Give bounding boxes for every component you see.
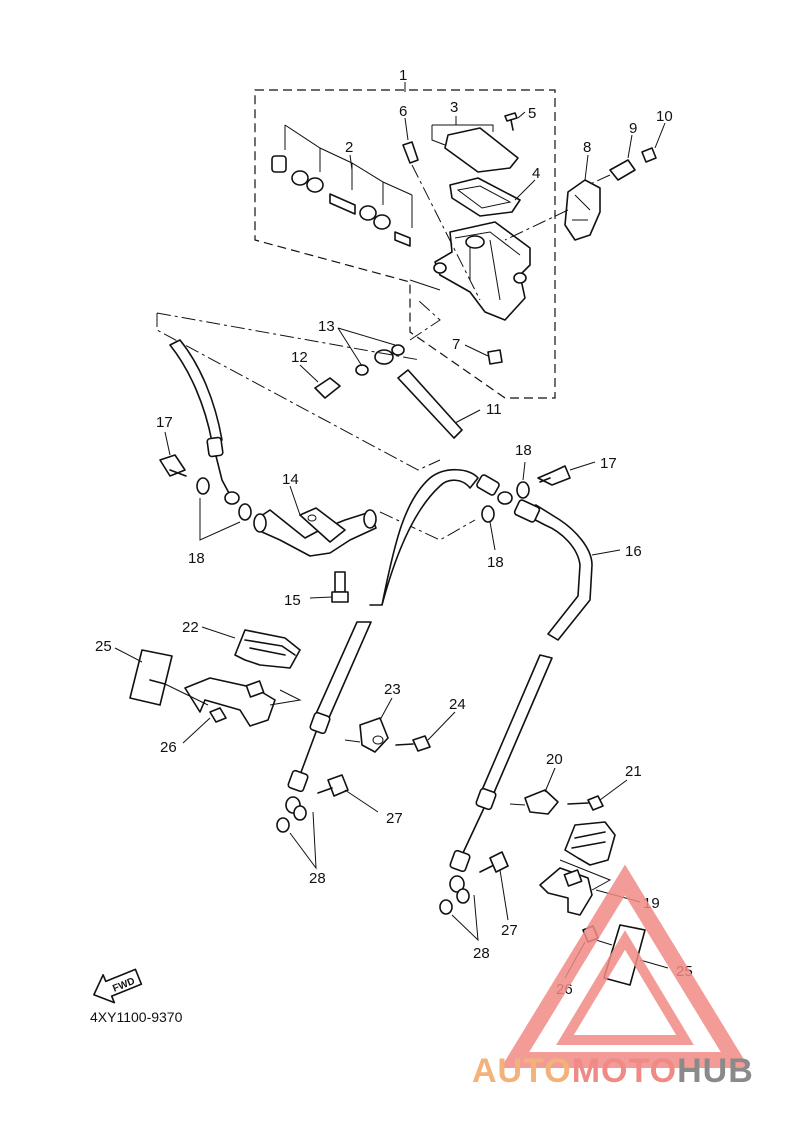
callout-5: 5: [528, 105, 536, 122]
joint-bolt-drawing: [331, 571, 349, 603]
nut-left-drawing: [209, 707, 227, 723]
callout-11: 11: [486, 401, 502, 418]
brake-hose-left-drawing: [169, 339, 240, 505]
holder-drawing: [504, 179, 601, 241]
clamp-bolt-center-drawing: [395, 735, 431, 752]
brand-moto: MOTO: [572, 1052, 677, 1090]
bolt-left-27-drawing: [317, 774, 349, 797]
guide-line-left: [156, 313, 441, 471]
hose-clamp-right-drawing: [509, 789, 559, 815]
union-bolt-left-drawing: [159, 454, 187, 477]
callout-24: 24: [449, 696, 466, 713]
callout-26-left: 26: [160, 739, 177, 756]
washers-right-28-drawing: [439, 888, 479, 942]
clamp-bolt-right-drawing: [567, 795, 604, 811]
callout-9: 9: [629, 120, 637, 137]
callout-4: 4: [532, 165, 540, 182]
callout-labels: 1 2 3 4 5 6 7 8 9 10 11 12 13 14 15 16 1…: [95, 67, 693, 998]
bolt-right-27-drawing: [479, 851, 509, 873]
callout-17-left: 17: [156, 414, 173, 431]
piston-kit-drawing: [271, 124, 413, 247]
callout-21: 21: [625, 763, 642, 780]
holder-nut-drawing: [641, 147, 657, 163]
washers-right-drawing: [481, 481, 530, 523]
brand-auto: AUTO: [472, 1052, 572, 1090]
master-cylinder-body-drawing: [409, 221, 531, 321]
callout-25-left: 25: [95, 638, 112, 655]
plate-left-drawing: [129, 649, 209, 706]
guide-line-mid: [379, 511, 476, 541]
cap-drawing: [487, 349, 503, 365]
hose-clamp-center-drawing: [344, 717, 389, 753]
callout-18-center: 18: [487, 554, 504, 571]
washers-left-28-drawing: [276, 805, 317, 870]
forward-arrow-icon: FWD: [93, 968, 143, 1004]
union-bolt-drawing: [314, 327, 405, 399]
callout-27-left: 27: [386, 810, 403, 827]
callout-10: 10: [656, 108, 673, 125]
callout-28-left: 28: [309, 870, 326, 887]
callout-28-right: 28: [473, 945, 490, 962]
reservoir-cap-drawing: [431, 124, 521, 217]
callout-18-left: 18: [188, 550, 205, 567]
brake-hose-lower-left-drawing: [285, 621, 372, 814]
master-cylinder-assembly-outline: [254, 89, 556, 399]
callout-13: 13: [318, 318, 335, 335]
callout-12: 12: [291, 349, 308, 366]
watermark-brand: AUTOMOTOHUB: [472, 1052, 754, 1090]
callout-15: 15: [284, 592, 301, 609]
callout-7: 7: [452, 336, 460, 353]
holder-bolt-drawing: [587, 159, 636, 186]
brake-hose-center-drawing: [369, 468, 593, 641]
brake-hose-lower-right-drawing: [449, 654, 553, 893]
callout-17-right: 17: [600, 455, 617, 472]
brake-joint-drawing: [253, 507, 377, 557]
union-bolt-right-drawing: [537, 465, 571, 486]
catalog-code: 4XY1100-9370: [90, 1009, 183, 1025]
callout-1: 1: [399, 67, 407, 84]
hose-holder-left-drawing: [184, 629, 302, 727]
watermark-logo: [500, 864, 750, 1068]
callout-2: 2: [345, 139, 353, 156]
washers-left-drawing: [196, 477, 252, 541]
brand-hub: HUB: [677, 1052, 754, 1090]
cap-screw-drawing: [504, 112, 518, 131]
hose-holder-right-drawing: [539, 821, 616, 916]
callout-8: 8: [583, 139, 591, 156]
callout-22: 22: [182, 619, 199, 636]
callout-6: 6: [399, 103, 407, 120]
callout-16: 16: [625, 543, 642, 560]
callout-3: 3: [450, 99, 458, 116]
callout-20: 20: [546, 751, 563, 768]
callout-23: 23: [384, 681, 401, 698]
guide-line-top: [156, 312, 421, 361]
callout-18-top: 18: [515, 442, 532, 459]
bleed-screw-drawing: [402, 141, 481, 301]
brake-hose-upper-drawing: [374, 299, 463, 439]
callout-27-right: 27: [501, 922, 518, 939]
callout-14: 14: [282, 471, 299, 488]
